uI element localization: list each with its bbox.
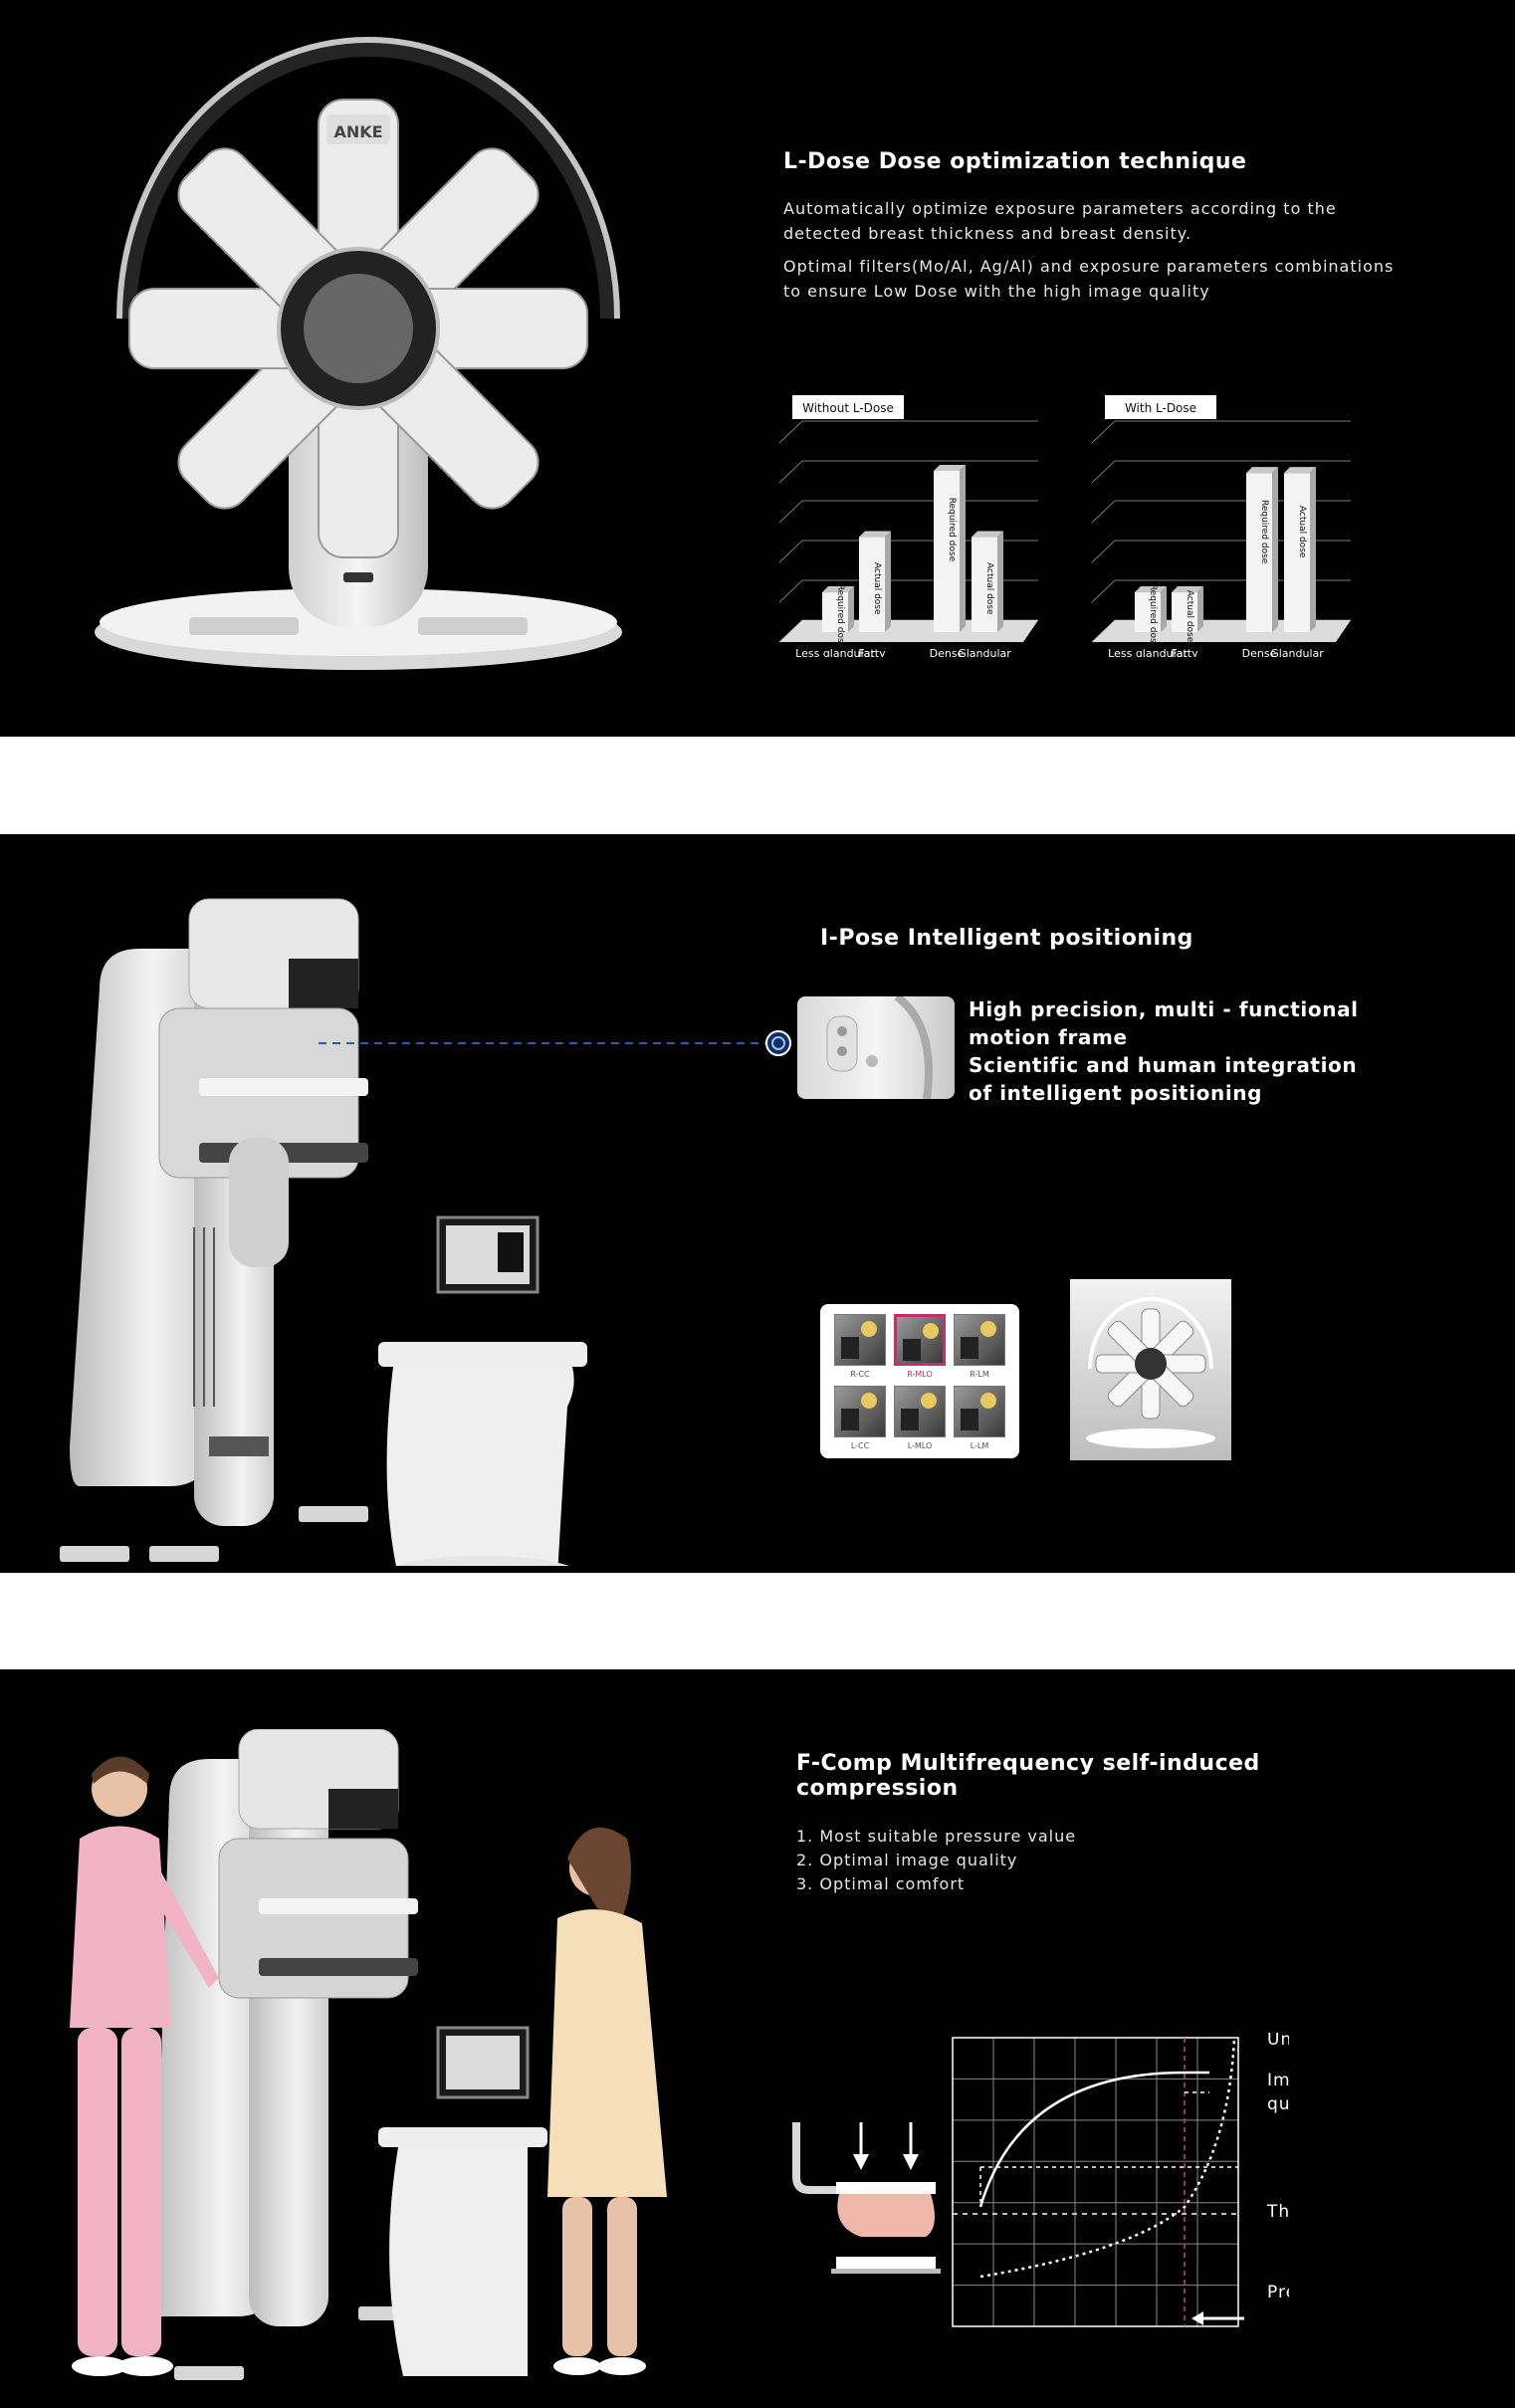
position-thumbnail (894, 1314, 946, 1366)
i-pose-line-4: of intelligent positioning (969, 1081, 1263, 1105)
i-pose-line-1: High precision, multi - functional (969, 997, 1359, 1021)
position-thumbnail (954, 1314, 1005, 1366)
grid-line-slant (778, 540, 803, 563)
position-option-l-lm[interactable]: L-LM (952, 1386, 1007, 1453)
category-label: Dense (930, 647, 965, 657)
f-comp-item-3: 3. Optimal comfort (796, 1874, 966, 1893)
position-selector-grid: R-CC R-MLO R-LM L-CC L-MLO L-LM (820, 1304, 1019, 1458)
grid-line-slant (778, 500, 803, 524)
position-label: L-MLO (907, 1441, 933, 1450)
i-pose-line-3: Scientific and human integration (969, 1053, 1358, 1077)
compression-curve-chart: Uncomfortable Image quality Thickness Pr… (792, 2033, 1289, 2327)
f-comp-title-line-2: compression (796, 1776, 959, 1801)
bar-less-glandular: Required dose (822, 584, 854, 649)
bar-series-label: Required dose (835, 584, 845, 649)
l-dose-paragraph-1-line-1: Automatically optimize exposure paramete… (783, 199, 1337, 218)
l-dose-panel: ANKE L-Dose Dose optimization technique … (0, 0, 1515, 737)
position-option-r-cc[interactable]: R-CC (832, 1314, 888, 1382)
discomfort-curve (979, 2037, 1236, 2279)
category-label: Fatty (1171, 647, 1198, 657)
bar-series-label: Actual dose (1185, 590, 1194, 643)
grid-line-slant (1091, 540, 1116, 563)
bar-series-label: Required dose (1259, 500, 1269, 564)
position-option-l-cc[interactable]: L-CC (832, 1386, 888, 1453)
position-thumbnail (954, 1386, 1005, 1437)
dashed-connector-line (319, 1030, 791, 1056)
bar-less-glandular: Required dose (1135, 584, 1167, 649)
chart-title: With L-Dose (1125, 401, 1196, 415)
position-thumbnail (834, 1314, 886, 1366)
bar-series-label: Required dose (1148, 584, 1158, 649)
position-label: R-CC (850, 1370, 870, 1379)
bar-fatty: Actual dose (1172, 586, 1203, 643)
grid-line-slant (778, 579, 803, 603)
i-pose-panel: I-Pose Intelligent positioning High prec… (0, 834, 1515, 1573)
category-label: Less glandular (1108, 647, 1188, 657)
position-label: R-MLO (907, 1370, 933, 1379)
l-dose-paragraph-1-line-2: detected breast thickness and breast den… (783, 224, 1192, 243)
l-dose-paragraph-2-line-2: to ensure Low Dose with the high image q… (783, 282, 1210, 301)
i-pose-description: High precision, multi - functional motio… (969, 995, 1359, 1107)
position-label: R-LM (970, 1370, 989, 1379)
l-dose-paragraph-2-line-1: Optimal filters(Mo/Al, Ag/Al) and exposu… (783, 257, 1395, 276)
label-image: Image (1267, 2071, 1289, 2090)
image-quality-curve (978, 2071, 1209, 2208)
bar-dense: Required dose (1246, 467, 1278, 632)
rotating-gantry-illustration: ANKE (95, 37, 622, 670)
i-pose-line-2: motion frame (969, 1025, 1128, 1049)
anke-logo-text: ANKE (333, 122, 382, 141)
bar-glandular: Actual dose (972, 531, 1003, 632)
grid-line-slant (1091, 579, 1116, 603)
category-label: Glandular (1270, 647, 1324, 657)
label-pressure: Pressure (1267, 2283, 1289, 2302)
clinical-scene-illustration (70, 1729, 667, 2380)
l-dose-paragraph-1: Automatically optimize exposure paramete… (783, 196, 1337, 246)
f-comp-panel: F-Comp Multifrequency self-induced compr… (0, 1669, 1515, 2408)
label-thickness: Thickness (1266, 2202, 1289, 2222)
control-panel-closeup (797, 996, 955, 1099)
chart-title: Without L-Dose (802, 401, 894, 415)
f-comp-item-2: 2. Optimal image quality (796, 1851, 1018, 1869)
position-option-l-mlo[interactable]: L-MLO (892, 1386, 948, 1453)
f-comp-item-1: 1. Most suitable pressure value (796, 1827, 1077, 1846)
bar-series-label: Actual dose (1297, 506, 1307, 558)
position-option-r-lm[interactable]: R-LM (952, 1314, 1007, 1382)
compression-paddle-illustration (792, 2122, 941, 2274)
bar-dense: Required dose (934, 464, 966, 632)
category-label: Fatty (858, 647, 886, 657)
grid-line-slant (1091, 460, 1116, 484)
grid-line-slant (778, 460, 803, 484)
position-label: L-CC (850, 1441, 870, 1450)
chart-title-box: Without L-Dose (792, 395, 904, 419)
position-option-r-mlo[interactable]: R-MLO (892, 1314, 948, 1382)
position-thumbnail (834, 1386, 886, 1437)
grid-line-slant (778, 420, 803, 444)
category-label: Glandular (958, 647, 1011, 657)
i-pose-title: I-Pose Intelligent positioning (820, 926, 1193, 951)
grid-line-slant (1091, 420, 1116, 444)
f-comp-list: 1. Most suitable pressure value 2. Optim… (796, 1825, 1076, 1896)
category-label: Less glandular (795, 647, 875, 657)
gantry-thumbnail (1070, 1279, 1231, 1460)
f-comp-title: F-Comp Multifrequency self-induced compr… (796, 1751, 1260, 1801)
label-uncomfortable: Uncomfortable (1267, 2033, 1289, 2050)
bar-series-label: Actual dose (984, 562, 994, 615)
l-dose-paragraph-2: Optimal filters(Mo/Al, Ag/Al) and exposu… (783, 254, 1394, 304)
l-dose-title: L-Dose Dose optimization technique (783, 149, 1247, 174)
bar-series-label: Required dose (947, 498, 957, 562)
label-quality: quality (1267, 2094, 1289, 2114)
position-label: L-LM (970, 1441, 989, 1450)
category-label: Dense (1242, 647, 1277, 657)
bar-series-label: Actual dose (872, 562, 882, 615)
f-comp-title-line-1: F-Comp Multifrequency self-induced (796, 1751, 1260, 1776)
position-thumbnail (894, 1386, 946, 1437)
grid-line-slant (1091, 500, 1116, 524)
chart-title-box: With L-Dose (1105, 395, 1216, 419)
mammography-unit-illustration (60, 898, 587, 1566)
bar-fatty: Actual dose (859, 531, 891, 632)
bar-glandular: Actual dose (1284, 467, 1316, 632)
